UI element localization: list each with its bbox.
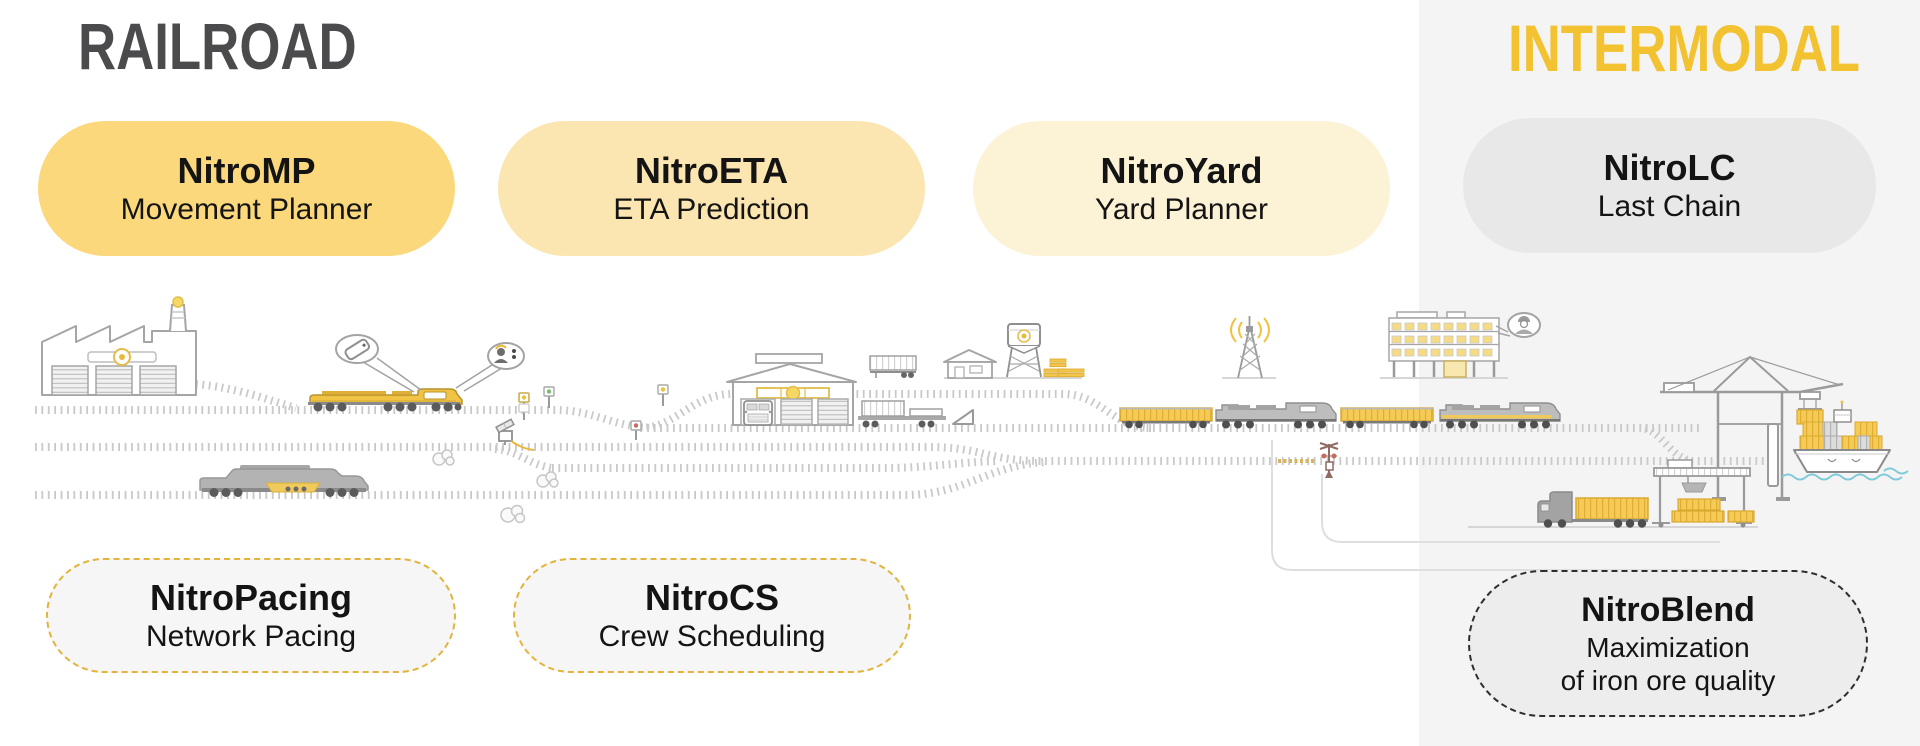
badge-nitropacing-subtitle: Network Pacing — [145, 620, 357, 654]
well-car-icon — [858, 400, 946, 428]
badge-nitroeta-title: NitroETA — [634, 149, 789, 191]
badge-nitroblend-subtitle-line1: Maximization — [1586, 631, 1750, 663]
badge-nitroyard-title: NitroYard — [1100, 149, 1263, 191]
water-waves-icon — [1781, 467, 1909, 481]
office-building-icon — [1388, 311, 1500, 378]
badge-nitrolc: NitroLC Last Chain — [1463, 118, 1876, 253]
container-stacks-icon — [1671, 498, 1755, 523]
wayside-signals-icon — [518, 384, 669, 440]
railroad-section-title: RAILROAD — [78, 9, 357, 83]
engine-depot-icon — [726, 353, 857, 426]
yellow-locomotive-icon — [308, 388, 463, 412]
track-bumper-icon — [952, 409, 974, 425]
badge-nitromp: NitroMP Movement Planner — [38, 121, 455, 256]
badge-nitroblend-title: NitroBlend — [1581, 591, 1755, 630]
badge-nitrocs-title: NitroCS — [645, 576, 779, 618]
pallets-icon — [1043, 358, 1085, 378]
badge-nitroblend-subtitle-line2: of iron ore quality — [1560, 664, 1776, 696]
badge-nitroeta-subtitle: ETA Prediction — [613, 193, 810, 227]
badge-nitrocs: NitroCS Crew Scheduling — [513, 558, 911, 673]
rail-yard-tracks-icon — [35, 380, 1768, 499]
sts-portal-crane-icon — [1660, 355, 1844, 501]
solar-trackside-sensor-icon — [495, 418, 535, 451]
access-road-icon — [1271, 440, 1745, 571]
mobile-device-bubble-icon — [335, 334, 422, 393]
badge-nitrocs-subtitle: Crew Scheduling — [598, 620, 826, 654]
worker-bubble-icon — [1495, 312, 1541, 338]
badge-nitroblend: NitroBlend Maximization of iron ore qual… — [1468, 570, 1868, 717]
storage-shed-icon — [943, 349, 997, 379]
intermodal-section-title: INTERMODAL — [1508, 11, 1860, 85]
bushes-icon — [432, 449, 559, 524]
badge-nitrolc-subtitle: Last Chain — [1597, 190, 1742, 224]
maintenance-locomotive-icon — [199, 465, 369, 497]
container-ship-icon — [1793, 400, 1891, 473]
container-truck-icon — [1537, 491, 1649, 528]
dispatcher-bubble-icon — [455, 342, 525, 392]
badge-nitroyard-subtitle: Yard Planner — [1095, 193, 1268, 227]
badge-nitrolc-title: NitroLC — [1603, 146, 1736, 188]
badge-nitroyard: NitroYard Yard Planner — [973, 121, 1390, 256]
freight-train-icon — [1119, 402, 1561, 430]
ground-lines-icon — [944, 377, 1758, 528]
badge-nitromp-subtitle: Movement Planner — [120, 193, 373, 227]
radio-tower-icon — [1230, 316, 1270, 379]
quay-wall-icon — [1767, 423, 1779, 487]
level-crossing-signal-icon — [1319, 442, 1339, 478]
parked-trailer-icon — [869, 355, 917, 378]
badge-nitroeta: NitroETA ETA Prediction — [498, 121, 925, 256]
badge-nitropacing: NitroPacing Network Pacing — [46, 558, 456, 673]
badge-nitropacing-title: NitroPacing — [149, 576, 353, 618]
factory-icon — [41, 296, 197, 396]
water-tower-icon — [1006, 323, 1042, 378]
badge-nitromp-title: NitroMP — [177, 149, 316, 191]
